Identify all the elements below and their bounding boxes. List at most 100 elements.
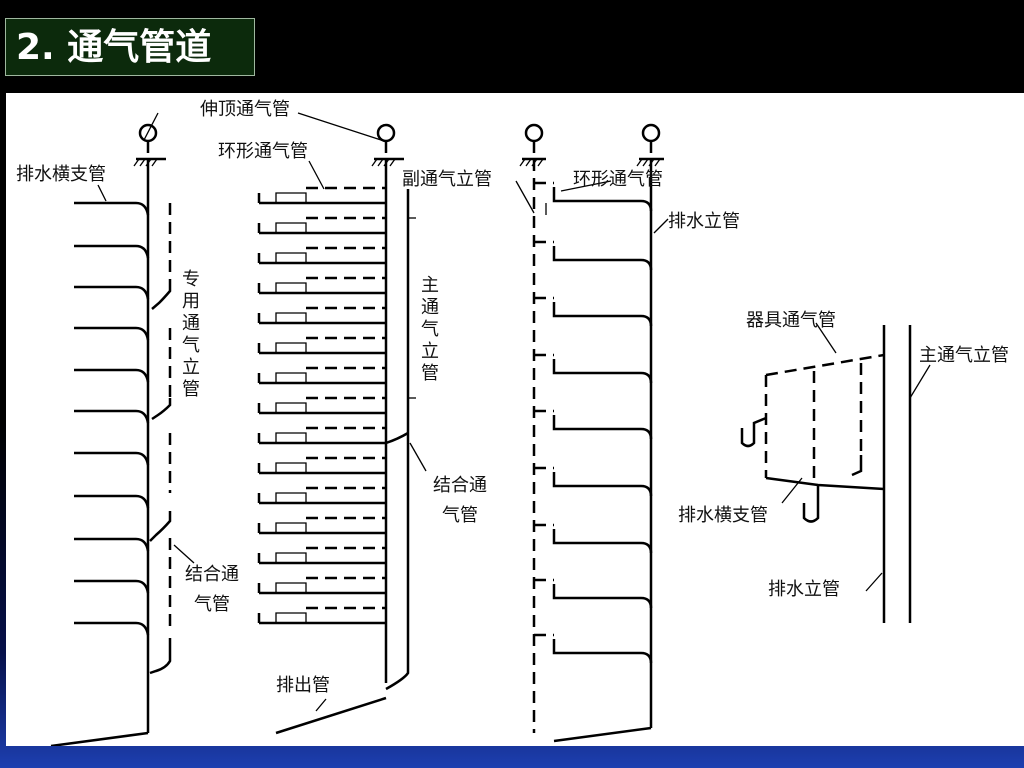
yoke-vent [151,398,172,421]
drain-branch [74,451,150,466]
vent-cap-icon [641,123,661,143]
pipe-drawing [50,112,931,746]
drain-branch [765,476,885,491]
label-building-drain: 排出管 [276,675,330,696]
drain-branch [74,579,150,594]
drain-branch [552,415,653,440]
drain-branch [552,639,653,664]
fixture-connection [275,462,307,473]
roof-hatch [642,158,649,167]
building-drain [275,696,387,735]
roof-hatch [151,158,158,167]
label-yoke-vent-1-text: 结合通气管 [433,475,487,526]
label-yoke-vent-1: 结合通气管 [433,475,487,526]
roof-hatch [525,158,532,167]
building-drain [50,731,149,746]
fixture-trap [740,416,767,448]
roof-hatch [139,158,146,167]
label-main-vent-stack-1: 主通气立管 [421,275,439,384]
building-drain [553,726,652,743]
roof-hatch [519,158,526,167]
drain-branch [74,201,150,216]
slide-title: 2. 通气管道 [5,18,255,76]
fixture-connection [275,192,307,203]
leader-loop-vent [308,160,325,190]
leader-drain-stack [865,572,883,592]
drain-branch [74,244,150,259]
yoke-vent [149,638,172,675]
label-stack-vent: 伸顶通气管 [200,99,290,120]
label-drain-stack-2: 排水立管 [768,579,840,600]
diagram-labels: 伸顶通气管 排水横支管 环形通气管 副通气立管 环形通气管 排水立管 专用通气立… [16,99,1009,696]
leader-stack-vent [297,112,385,142]
drain-branch [552,359,653,384]
drain-branch [74,494,150,509]
fixture-connection [275,582,307,593]
drain-branch [552,584,653,609]
leader-yoke-vent [409,442,427,472]
label-aux-vent-stack: 副通气立管 [402,169,492,190]
drain-branch [74,285,150,300]
label-loop-vent-2: 环形通气管 [573,169,663,190]
yoke-vent [151,283,172,310]
roof-hatch [537,158,544,167]
leader-building-drain [315,698,327,712]
vent-cap-icon [376,123,396,143]
vent-cap-icon [524,123,544,143]
roof-hatch [377,158,384,167]
leader-aux-vent-stack [515,180,535,214]
fixture-connection [275,312,307,323]
yoke-vent [385,431,409,445]
drain-branch [552,529,653,554]
fixture-connection [275,402,307,413]
leader-stack-vent [143,112,159,141]
label-dedicated-vent-stack-text: 专用通气立管 [182,269,200,400]
drain-branch [74,537,150,552]
fixture-connection [275,342,307,353]
label-dedicated-vent-stack: 专用通气立管 [182,269,200,400]
fixture-connection [275,522,307,533]
main-vent-stack [385,189,410,691]
drain-branch [74,326,150,341]
drain-branch [74,368,150,383]
drain-branch [552,302,653,327]
label-loop-vent-1: 环形通气管 [218,141,308,162]
roof-hatch [371,158,378,167]
fixture-connection [275,372,307,383]
vent-pipe-diagram: 伸顶通气管 排水横支管 环形通气管 副通气立管 环形通气管 排水立管 专用通气立… [6,93,1024,746]
label-drain-stack-1: 排水立管 [668,211,740,232]
fixture-connection [275,492,307,503]
leader-fixture-vent [815,322,837,354]
fixture-connection [275,222,307,233]
leader-drain-branch [97,184,107,202]
label-drain-branch-2: 排水横支管 [678,505,768,526]
yoke-vent [149,511,172,542]
fixture-trap [802,485,820,523]
label-yoke-vent-2: 结合通气管 [185,564,239,615]
leader-drain-stack [653,218,669,234]
fixture-connection [275,552,307,563]
leader-drain-branch [781,477,803,504]
drain-branch [552,246,653,271]
drain-branch [552,472,653,497]
label-fixture-vent: 器具通气管 [746,310,836,331]
fixture-connection [275,282,307,293]
roof-hatch [133,158,140,167]
drain-branch [74,409,150,424]
roof-hatch [654,158,661,167]
fixture-trap [851,455,863,477]
fixture-vent [765,353,885,377]
leader-yoke-vent [173,544,195,564]
leader-main-vent-stack [909,364,931,399]
fixture-connection [275,612,307,623]
fixture-connection [275,432,307,443]
fixture-connection [275,252,307,263]
roof-hatch [389,158,396,167]
drain-branch [552,187,653,212]
roof-hatch [636,158,643,167]
label-main-vent-stack-1-text: 主通气立管 [421,275,439,384]
label-drain-branch-1: 排水横支管 [16,164,106,185]
label-main-vent-stack-2: 主通气立管 [919,345,1009,366]
drain-branch [74,621,150,636]
label-yoke-vent-2-text: 结合通气管 [185,564,239,615]
